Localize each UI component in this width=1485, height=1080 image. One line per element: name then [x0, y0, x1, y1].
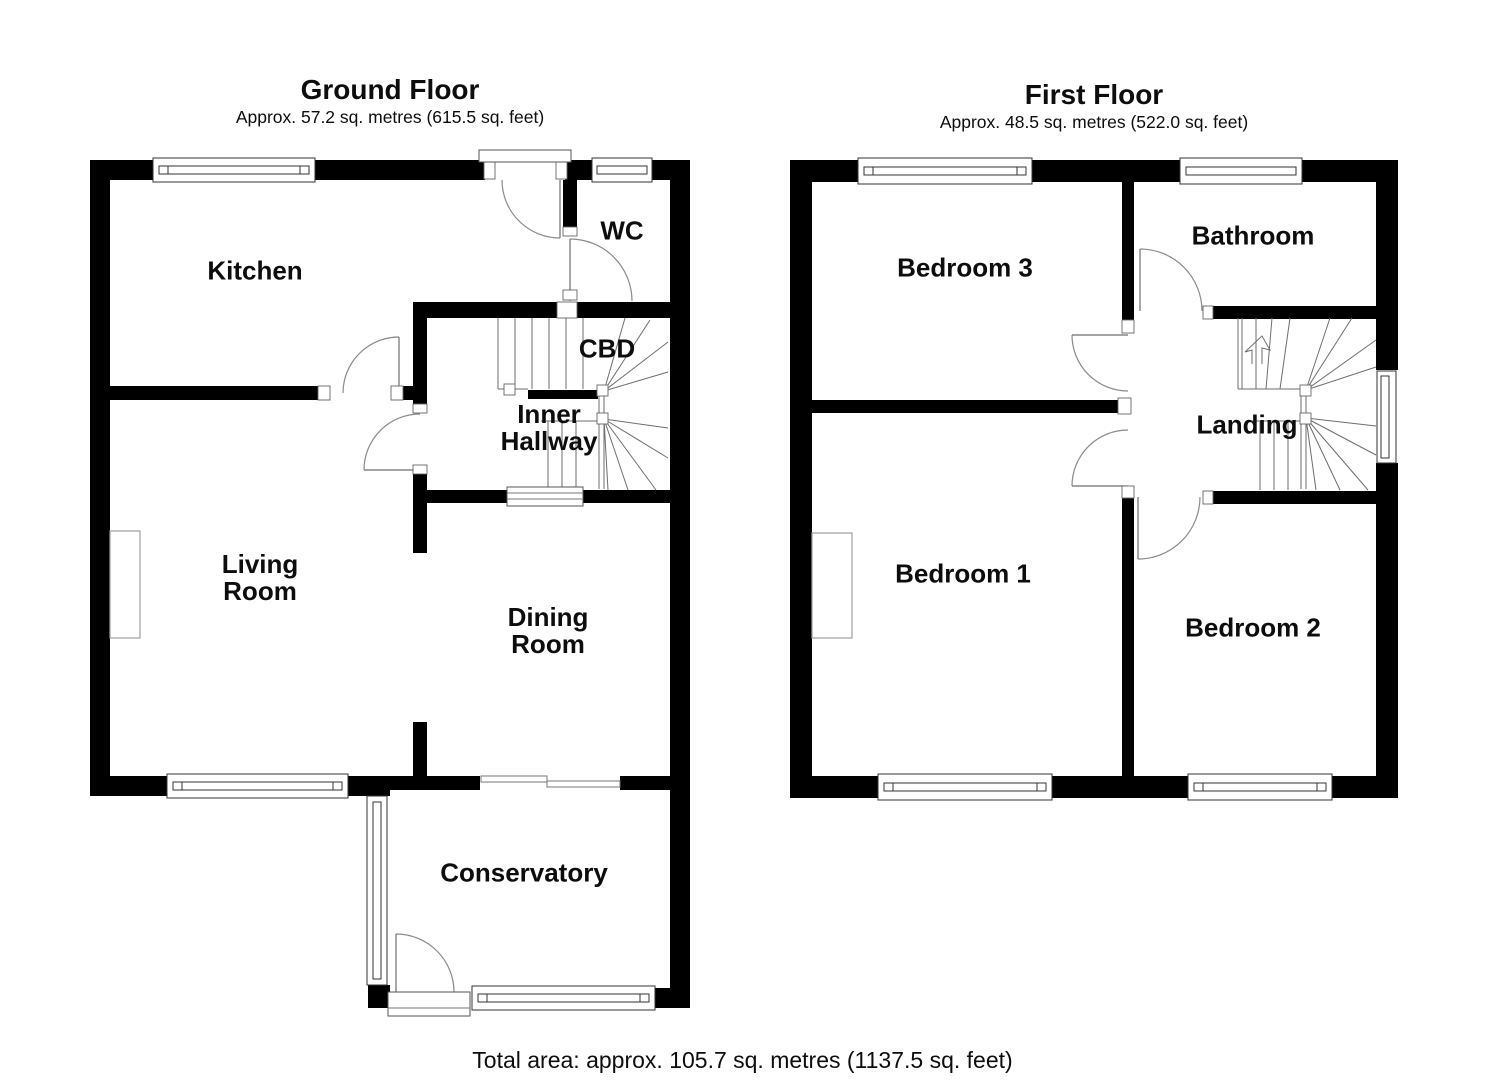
ground-floor-doors	[342, 179, 633, 993]
ground-floor-title: Ground Floor	[300, 74, 480, 105]
living-room-window	[166, 773, 349, 799]
ground-floor-windows	[152, 157, 656, 1011]
first-floor-stairs	[1237, 317, 1377, 491]
first-floor-plan	[790, 157, 1398, 801]
room-label-kitchen: Kitchen	[207, 255, 303, 286]
first-floor-subtitle: Approx. 48.5 sq. metres (522.0 sq. feet)	[939, 112, 1249, 132]
room-label-dining-room: Dining Room	[507, 602, 589, 659]
bedroom3-window	[857, 157, 1033, 185]
bathroom-window	[1179, 157, 1303, 185]
room-label-living-room: Living Room	[221, 549, 299, 606]
room-label-bedroom3: Bedroom 3	[897, 252, 1033, 283]
bedroom1-window	[877, 773, 1053, 801]
room-label-conservatory: Conservatory	[440, 857, 608, 888]
first-floor-windows	[857, 157, 1397, 801]
conservatory-side-window	[366, 795, 388, 986]
ground-floor-stairs	[497, 317, 669, 491]
stairs-window	[1376, 370, 1397, 464]
bedroom2-window	[1187, 773, 1333, 801]
ground-floor-subtitle: Approx. 57.2 sq. metres (615.5 sq. feet)	[235, 107, 545, 127]
room-label-inner-hallway: Inner Hallway	[500, 399, 598, 456]
first-floor-doors	[1071, 248, 1203, 560]
front-door-canopy	[478, 149, 572, 163]
room-label-bathroom: Bathroom	[1191, 220, 1315, 251]
conservatory-threshold	[387, 991, 471, 1017]
first-floor-walls	[790, 160, 1398, 798]
hallway-threshold	[506, 486, 584, 507]
total-area-text: Total area: approx. 105.7 sq. metres (11…	[472, 1047, 1013, 1073]
ground-floor-walls	[90, 160, 690, 1008]
room-label-bedroom2: Bedroom 2	[1185, 612, 1321, 643]
conservatory-opening	[480, 775, 621, 788]
ground-floor-plan	[90, 149, 690, 1017]
first-floor-title: First Floor	[1024, 79, 1164, 110]
room-label-landing: Landing	[1196, 409, 1298, 440]
ground-floor-jambs	[317, 160, 609, 475]
first-floor-jambs	[1117, 305, 1312, 505]
living-room-chimney-breast	[109, 530, 141, 639]
room-label-cbd: CBD	[578, 333, 636, 364]
room-label-bedroom1: Bedroom 1	[895, 558, 1031, 589]
room-label-wc: WC	[600, 215, 644, 246]
wc-window	[591, 157, 653, 183]
conservatory-bottom-window	[471, 985, 656, 1011]
kitchen-window	[152, 157, 316, 183]
bedroom1-chimney-breast	[811, 532, 853, 639]
